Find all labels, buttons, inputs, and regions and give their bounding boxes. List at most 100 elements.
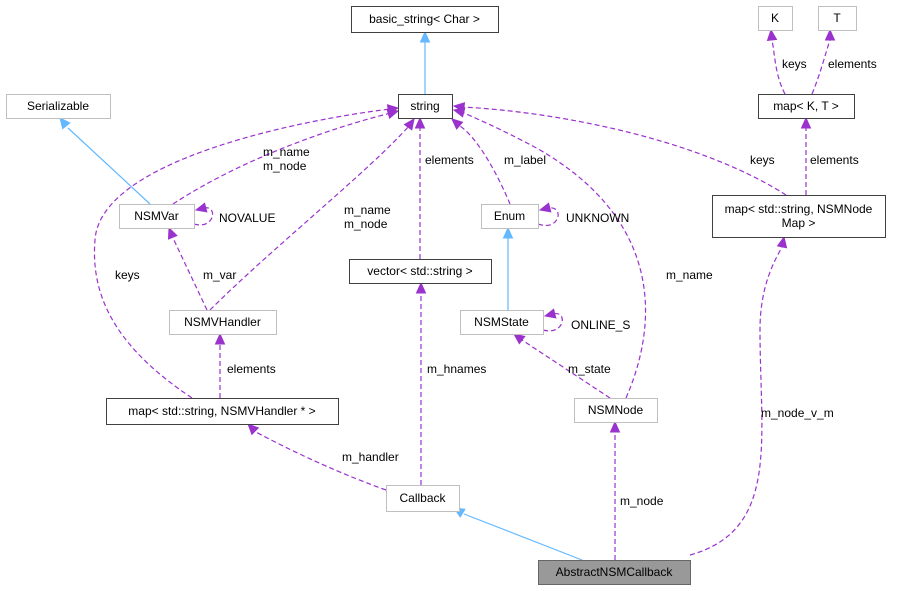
node-box xyxy=(712,195,886,238)
usage-edge xyxy=(689,246,783,556)
edge-string-to-vector: elements xyxy=(414,116,474,259)
usage-arrow-icon xyxy=(800,116,812,129)
node-box xyxy=(460,310,544,335)
usage-arrow-icon xyxy=(386,104,400,115)
edge-label: elements xyxy=(828,57,877,71)
usage-arrow-icon xyxy=(538,202,552,213)
usage-arrow-icon xyxy=(414,116,426,129)
edge-nsmvhandler-to-map_handler: elements xyxy=(214,332,276,398)
inheritance-arrow-icon xyxy=(502,226,514,239)
edge-map_handler-to-callback: m_handler xyxy=(247,423,399,491)
class-node-nsmvar[interactable]: NSMVar xyxy=(119,204,195,229)
edge-label: keys xyxy=(115,268,140,282)
node-label: K xyxy=(771,11,779,25)
edge-label: m_node_v_m xyxy=(761,406,834,420)
edge-string-to-map_handler: keys xyxy=(93,104,400,399)
usage-edge xyxy=(537,207,559,227)
node-label: NSMVHandler xyxy=(184,315,261,329)
class-node-serializable[interactable]: Serializable xyxy=(6,94,111,119)
usage-arrow-icon xyxy=(214,332,226,345)
edge-label: NOVALUE xyxy=(219,211,275,225)
class-node-nsmnode[interactable]: NSMNode xyxy=(574,398,658,423)
node-box xyxy=(169,310,277,335)
edge-label: elements xyxy=(810,153,859,167)
edge-label: m_label xyxy=(504,153,546,167)
edge-label: keys xyxy=(750,153,775,167)
edge-string-to-map_node_map: keys xyxy=(452,102,787,196)
edge-label: m_var xyxy=(203,268,236,282)
usage-arrow-icon xyxy=(609,420,621,433)
edge-nsmstate-to-nsmnode: m_state xyxy=(513,333,611,399)
edge-label: m_node xyxy=(263,159,307,173)
inheritance-arrow-icon xyxy=(419,30,431,43)
class-node-abstract_nsm_callback[interactable]: AbstractNSMCallback xyxy=(538,560,691,585)
node-label: AbstractNSMCallback xyxy=(556,565,674,579)
class-node-map_handler[interactable]: map< std::string, NSMVHandler * > xyxy=(106,398,339,425)
usage-edge xyxy=(255,431,387,491)
edge-map_node_map-to-abstract: m_node_v_m xyxy=(689,235,834,556)
edge-t-to-map_k_t: elements xyxy=(811,28,877,95)
usage-edge xyxy=(811,39,831,95)
edge-string-to-basic_string xyxy=(419,30,431,94)
edge-label: m_handler xyxy=(342,450,399,464)
usage-arrow-icon xyxy=(415,281,427,294)
node-box xyxy=(106,398,339,425)
usage-edge xyxy=(461,106,787,196)
edge-label: keys xyxy=(782,57,807,71)
node-label: map< std::string, NSMNode xyxy=(725,202,873,216)
usage-arrow-icon xyxy=(766,28,778,41)
inheritance-edge xyxy=(463,513,583,561)
edge-label: ONLINE_S xyxy=(571,318,630,332)
edge-nsmvar-self: NOVALUE xyxy=(193,202,275,226)
class-node-nsmstate[interactable]: NSMState xyxy=(460,310,544,335)
usage-arrow-icon xyxy=(452,102,466,113)
edge-label: UNKNOWN xyxy=(566,211,629,225)
usage-edge xyxy=(93,108,391,399)
edge-nsmstate-self: ONLINE_S xyxy=(542,308,630,332)
node-label: map< std::string, NSMVHandler * > xyxy=(128,404,315,418)
usage-arrow-icon xyxy=(167,226,178,240)
usage-arrow-icon xyxy=(543,308,557,319)
usage-arrow-icon xyxy=(247,423,260,436)
class-node-basic_string[interactable]: basic_string< Char > xyxy=(351,6,499,33)
edge-label: m_hnames xyxy=(427,362,486,376)
class-node-map_k_t[interactable]: map< K, T > xyxy=(758,94,855,119)
class-node-callback[interactable]: Callback xyxy=(386,485,460,512)
edge-string-to-enum: m_label xyxy=(451,118,546,205)
edge-string-to-nsmnode: m_name xyxy=(452,107,713,399)
usage-edge xyxy=(459,125,511,205)
edge-label: m_name xyxy=(263,145,310,159)
class-node-nsmvhandler[interactable]: NSMVHandler xyxy=(169,310,277,335)
edge-label: m_node xyxy=(344,217,388,231)
node-box xyxy=(351,6,499,33)
node-box xyxy=(758,6,793,31)
class-node-vector_string[interactable]: vector< std::string > xyxy=(349,259,492,284)
edge-k-to-map_k_t: keys xyxy=(766,28,807,95)
node-label: NSMNode xyxy=(588,403,644,417)
inheritance-edge xyxy=(67,127,151,205)
usage-edge xyxy=(521,339,611,399)
class-node-string[interactable]: string xyxy=(398,94,453,119)
node-box xyxy=(119,204,195,229)
usage-arrow-icon xyxy=(194,202,208,213)
class-node-t[interactable]: T xyxy=(818,6,857,31)
edge-nsmnode-to-abstract: m_node xyxy=(609,420,664,560)
class-node-k[interactable]: K xyxy=(758,6,793,31)
edge-enum-self: UNKNOWN xyxy=(537,202,629,227)
edge-nsmvar-to-serializable xyxy=(59,117,151,205)
node-box xyxy=(386,485,460,512)
edge-label: elements xyxy=(425,153,474,167)
node-box xyxy=(574,398,658,423)
class-node-enum[interactable]: Enum xyxy=(481,204,539,229)
edge-nsmstate-to-enum xyxy=(502,226,514,310)
usage-edge xyxy=(209,125,410,311)
node-label: Callback xyxy=(399,491,446,505)
edge-label: elements xyxy=(227,362,276,376)
node-label: T xyxy=(833,11,841,25)
nodes-layer: basic_string< Char > string Serializable K T… xyxy=(6,6,886,585)
